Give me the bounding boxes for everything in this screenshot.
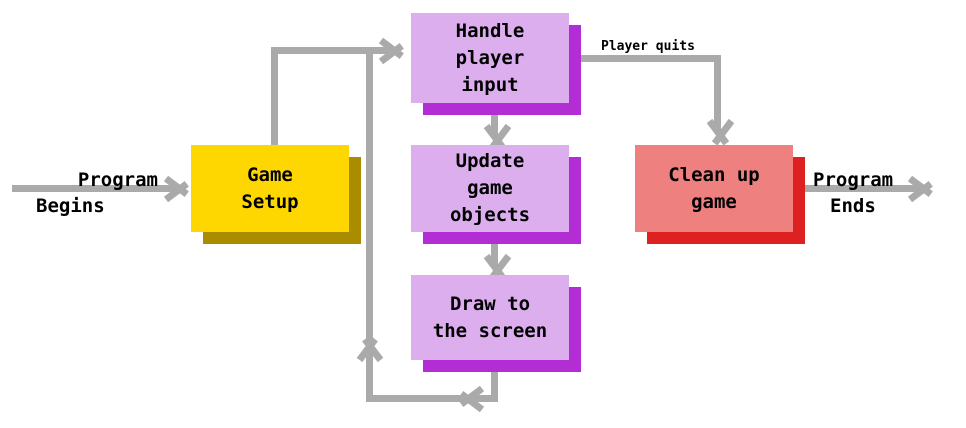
- label-program-begins-line1: Program: [77, 169, 158, 191]
- edge-loopback-up: [366, 51, 373, 402]
- edge-loopback-down: [491, 371, 498, 402]
- edge-loopback-arrowhead-left: [450, 379, 485, 419]
- node-draw-to-the-screen[interactable]: Draw to the screen: [411, 275, 569, 360]
- node-game-setup[interactable]: Game Setup: [191, 145, 349, 232]
- label-program-begins-line2: Begins: [36, 195, 105, 217]
- edge-setup-to-input-vertical: [271, 47, 278, 147]
- edge-update-to-draw-vertical: [491, 242, 498, 268]
- edge-input-to-cleanup-arrowhead: [701, 118, 741, 147]
- label-program-ends-line1: Program: [813, 169, 894, 191]
- edge-cleanup-to-end-arrowhead: [907, 169, 942, 209]
- edge-loopback-bottom: [366, 395, 498, 402]
- edge-loopback-arrowhead-up: [349, 330, 391, 363]
- edge-setup-to-input-arrowhead: [378, 31, 413, 71]
- edge-cleanup-to-end-line: [805, 185, 921, 192]
- node-update-game-objects[interactable]: Update game objects: [411, 145, 569, 232]
- edge-input-to-update-vertical: [491, 112, 498, 138]
- node-handle-player-input[interactable]: Handle player input: [411, 13, 569, 103]
- label-player-quits: Player quits: [601, 39, 695, 54]
- label-program-ends-line2: Ends: [830, 195, 876, 217]
- edge-input-to-cleanup-horizontal: [569, 55, 721, 62]
- edge-input-to-cleanup-vertical: [714, 55, 721, 133]
- edge-setup-to-input-horizontal: [271, 47, 401, 54]
- edge-start-to-setup-line: [12, 185, 178, 192]
- node-clean-up-game[interactable]: Clean up game: [635, 145, 793, 232]
